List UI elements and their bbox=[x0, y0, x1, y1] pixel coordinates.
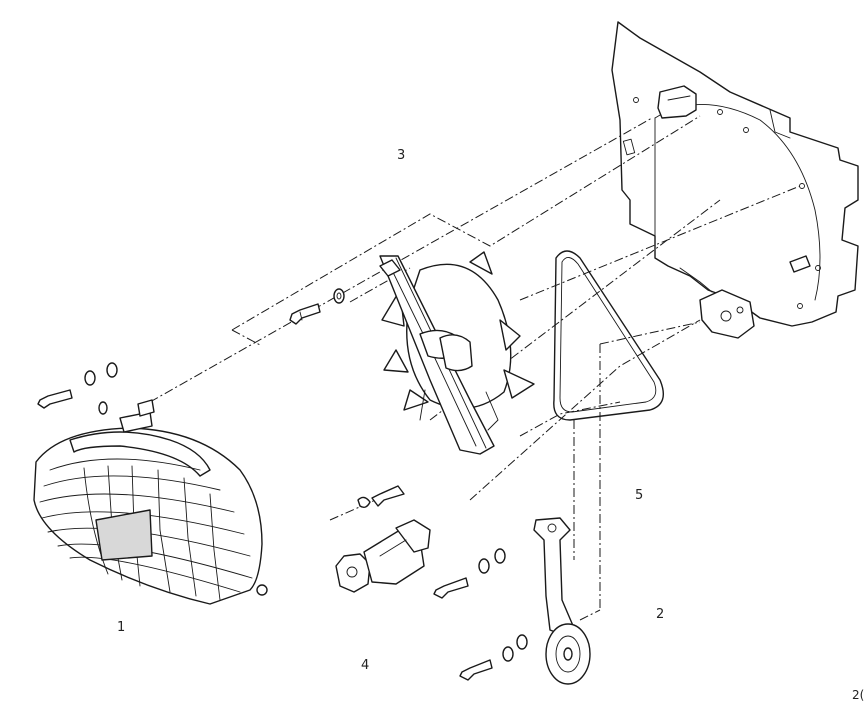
page-mark: 2( bbox=[852, 688, 865, 702]
shroud-plate bbox=[611, 21, 859, 339]
callout-5: 5 bbox=[635, 488, 644, 503]
guard-bolts bbox=[37, 362, 118, 415]
hub-assembly bbox=[335, 485, 431, 593]
tensioner-arm bbox=[433, 517, 591, 685]
assembly-lines bbox=[149, 115, 801, 621]
callout-2: 2 bbox=[656, 607, 665, 622]
callout-1: 1 bbox=[117, 620, 126, 635]
fan-bolt bbox=[289, 288, 345, 325]
fan-guard bbox=[33, 399, 268, 605]
drive-belt bbox=[553, 250, 664, 421]
fan-assembly bbox=[379, 251, 535, 455]
callout-4: 4 bbox=[361, 658, 370, 673]
callout-3: 3 bbox=[397, 148, 406, 163]
